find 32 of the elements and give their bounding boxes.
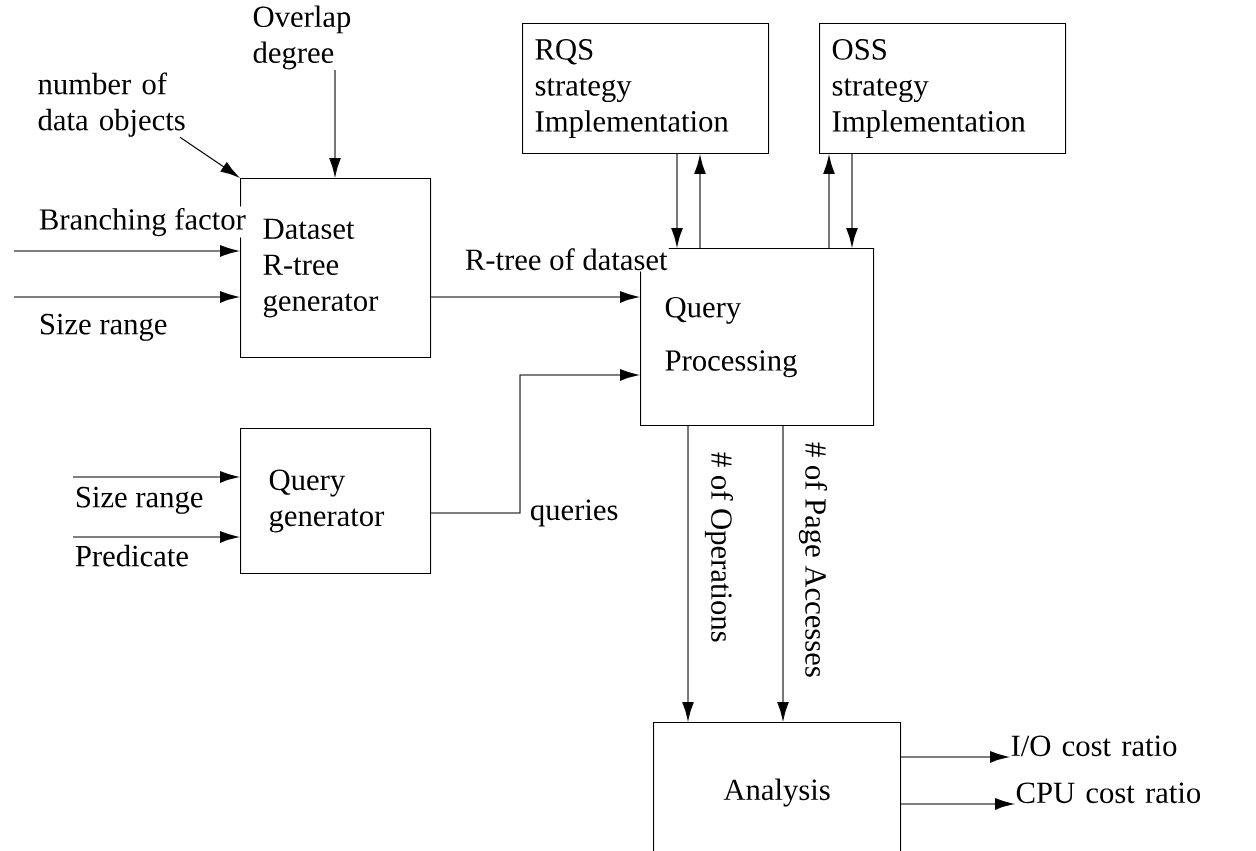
arrow	[430, 369, 638, 514]
process-box: RQS strategy Implementation	[522, 23, 770, 155]
process-box: Query generator	[240, 428, 432, 575]
arrow	[72, 471, 238, 483]
arrow	[900, 751, 1008, 763]
arrow	[846, 153, 858, 246]
output-label: CPU cost ratio	[1016, 782, 1201, 804]
edge-label: # of Operations	[703, 450, 735, 644]
process-box: OSS strategy Implementation	[819, 23, 1067, 155]
arrow	[671, 153, 683, 246]
edge-label: Branching factor	[37, 206, 248, 238]
arrow	[823, 156, 835, 249]
input-label: Overlap degree	[253, 5, 351, 70]
arrow	[329, 69, 341, 176]
edge-label: R-tree of dataset	[463, 246, 669, 272]
edge-label: Size range	[37, 312, 169, 343]
process-box: Analysis	[653, 722, 902, 851]
edge-label: queries	[528, 498, 620, 528]
arrow	[72, 531, 238, 543]
edge-label: Predicate	[73, 543, 191, 568]
arrow	[777, 425, 789, 720]
arrow	[13, 291, 238, 303]
arrow	[179, 136, 239, 177]
arrow	[430, 291, 638, 303]
arrow	[900, 798, 1013, 810]
edge-label: Size range	[73, 485, 205, 516]
arrow	[694, 156, 706, 249]
arrow	[682, 425, 694, 720]
arrow	[13, 245, 238, 257]
edge-label: # of Page Accesses	[797, 440, 829, 680]
input-label: number of data objects	[38, 72, 185, 137]
output-label: I/O cost ratio	[1011, 735, 1177, 757]
